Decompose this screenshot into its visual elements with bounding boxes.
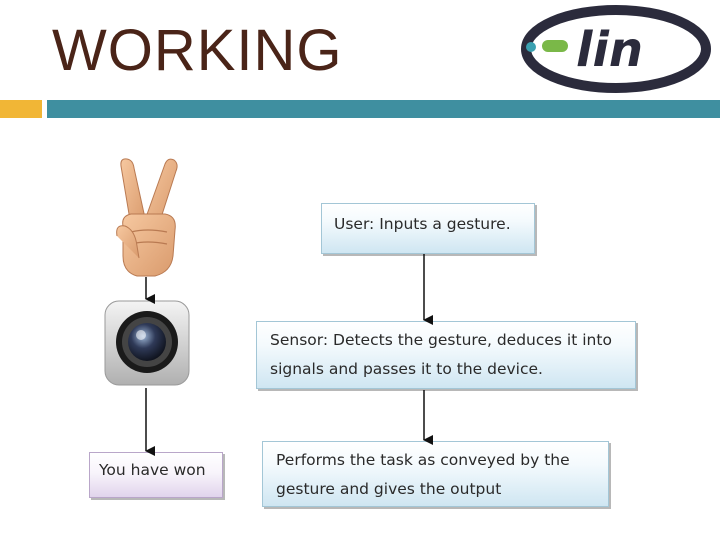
output-text-line-2: gesture and gives the output [276, 480, 502, 498]
header-bar [47, 100, 720, 118]
output-text-line-1: Performs the task as conveyed by the [276, 451, 570, 469]
sensor-text-line-1: Sensor: Detects the gesture, deduces it … [270, 331, 612, 349]
sensor-box: Sensor: Detects the gesture, deduces it … [256, 321, 636, 389]
output-box: Performs the task as conveyed by the ges… [262, 441, 609, 507]
accent-square [0, 100, 42, 118]
you-have-won-box: You have won [89, 452, 223, 498]
sensor-text-line-2: signals and passes it to the device. [270, 360, 543, 378]
logo-dot-icon [526, 42, 536, 52]
logo-text: lin [576, 22, 643, 78]
logo-ring-icon [521, 5, 711, 93]
you-have-won-text: You have won [99, 461, 206, 479]
slide-title: WORKING [52, 18, 343, 83]
user-input-box: User: Inputs a gesture. [321, 203, 535, 254]
user-input-text: User: Inputs a gesture. [334, 215, 511, 233]
victory-hand-icon [116, 158, 178, 277]
logo-pill-icon [542, 40, 568, 52]
logo: lin [521, 5, 711, 93]
camera-lens-icon [104, 300, 190, 386]
